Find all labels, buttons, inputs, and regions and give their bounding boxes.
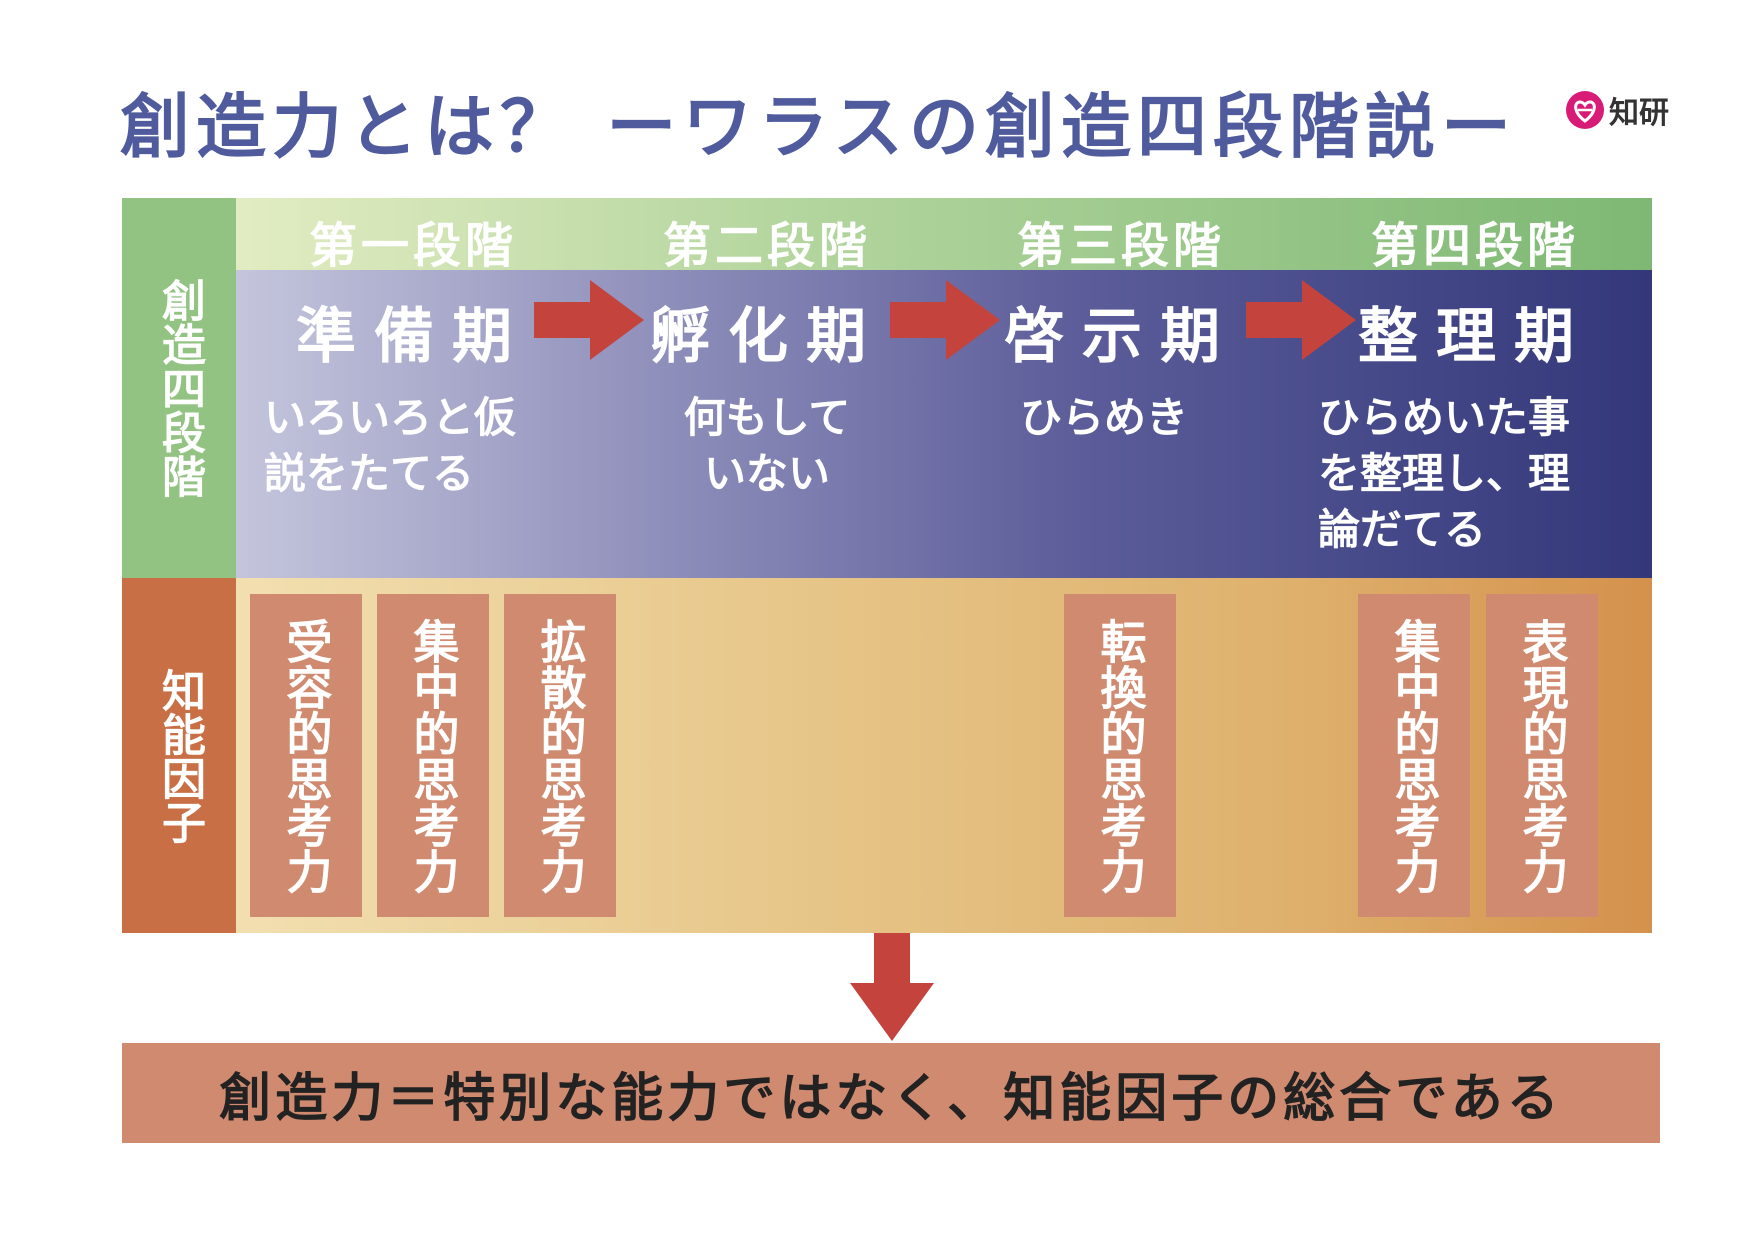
stages-row-label: 創造四段階 — [154, 278, 205, 498]
phase-description-3: ひらめき — [1019, 393, 1188, 442]
phase-description-2: 何もして いない — [683, 393, 851, 498]
right-arrow-icon — [1246, 280, 1356, 360]
phase-name-2: 孵化期 — [650, 302, 884, 372]
factor-box: 受容的思考力 — [250, 594, 362, 917]
stage-label-4: 第四段階 — [1370, 218, 1579, 274]
stages-row-label-cell: 創造四段階 — [122, 198, 236, 578]
stage-label-2: 第二段階 — [662, 218, 871, 274]
factor-box: 集中的思考力 — [1358, 594, 1470, 917]
factors-row-label: 知能因子 — [154, 667, 205, 844]
conclusion-banner: 創造力＝特別な能力ではなく、知能因子の総合である — [122, 1043, 1660, 1143]
stage-header-band: 第一段階 第二段階 第三段階 第四段階 — [236, 198, 1652, 274]
logo: 知研 — [1565, 88, 1669, 132]
factors-row-label-cell: 知能因子 — [122, 578, 236, 933]
stages-diagram: 創造四段階 知能因子 第一段階 第二段階 第三段階 第四段階 準備期 孵化期 啓… — [122, 198, 1652, 933]
phase-name-1: 準備期 — [296, 302, 530, 372]
phase-band: 準備期 孵化期 啓示期 整理期 いろいろと仮 説をたてる 何もして いない ひら… — [236, 270, 1652, 578]
stage-label-3: 第三段階 — [1016, 218, 1225, 274]
logo-text: 知研 — [1609, 96, 1669, 131]
right-arrow-icon — [534, 280, 644, 360]
factor-box: 表現的思考力 — [1486, 594, 1598, 917]
down-arrow-icon — [850, 933, 934, 1041]
heart-logo-icon — [1566, 91, 1604, 129]
phase-description-1: いろいろと仮 説をたてる — [264, 393, 517, 498]
page-title: 創造力とは？ ーワラスの創造四段階説ー — [120, 86, 1517, 168]
factor-band: 受容的思考力 集中的思考力 拡散的思考力 転換的思考力 集中的思考力 表現的思考… — [236, 578, 1652, 933]
stage-label-1: 第一段階 — [308, 218, 517, 274]
right-arrow-icon — [890, 280, 1000, 360]
factor-box: 集中的思考力 — [377, 594, 489, 917]
phase-description-4: ひらめいた事 を整理し、理 論だてる — [1318, 393, 1571, 554]
phase-name-3: 啓示期 — [1004, 302, 1238, 372]
factor-box: 転換的思考力 — [1064, 594, 1176, 917]
factor-box: 拡散的思考力 — [504, 594, 616, 917]
phase-name-4: 整理期 — [1358, 302, 1592, 372]
